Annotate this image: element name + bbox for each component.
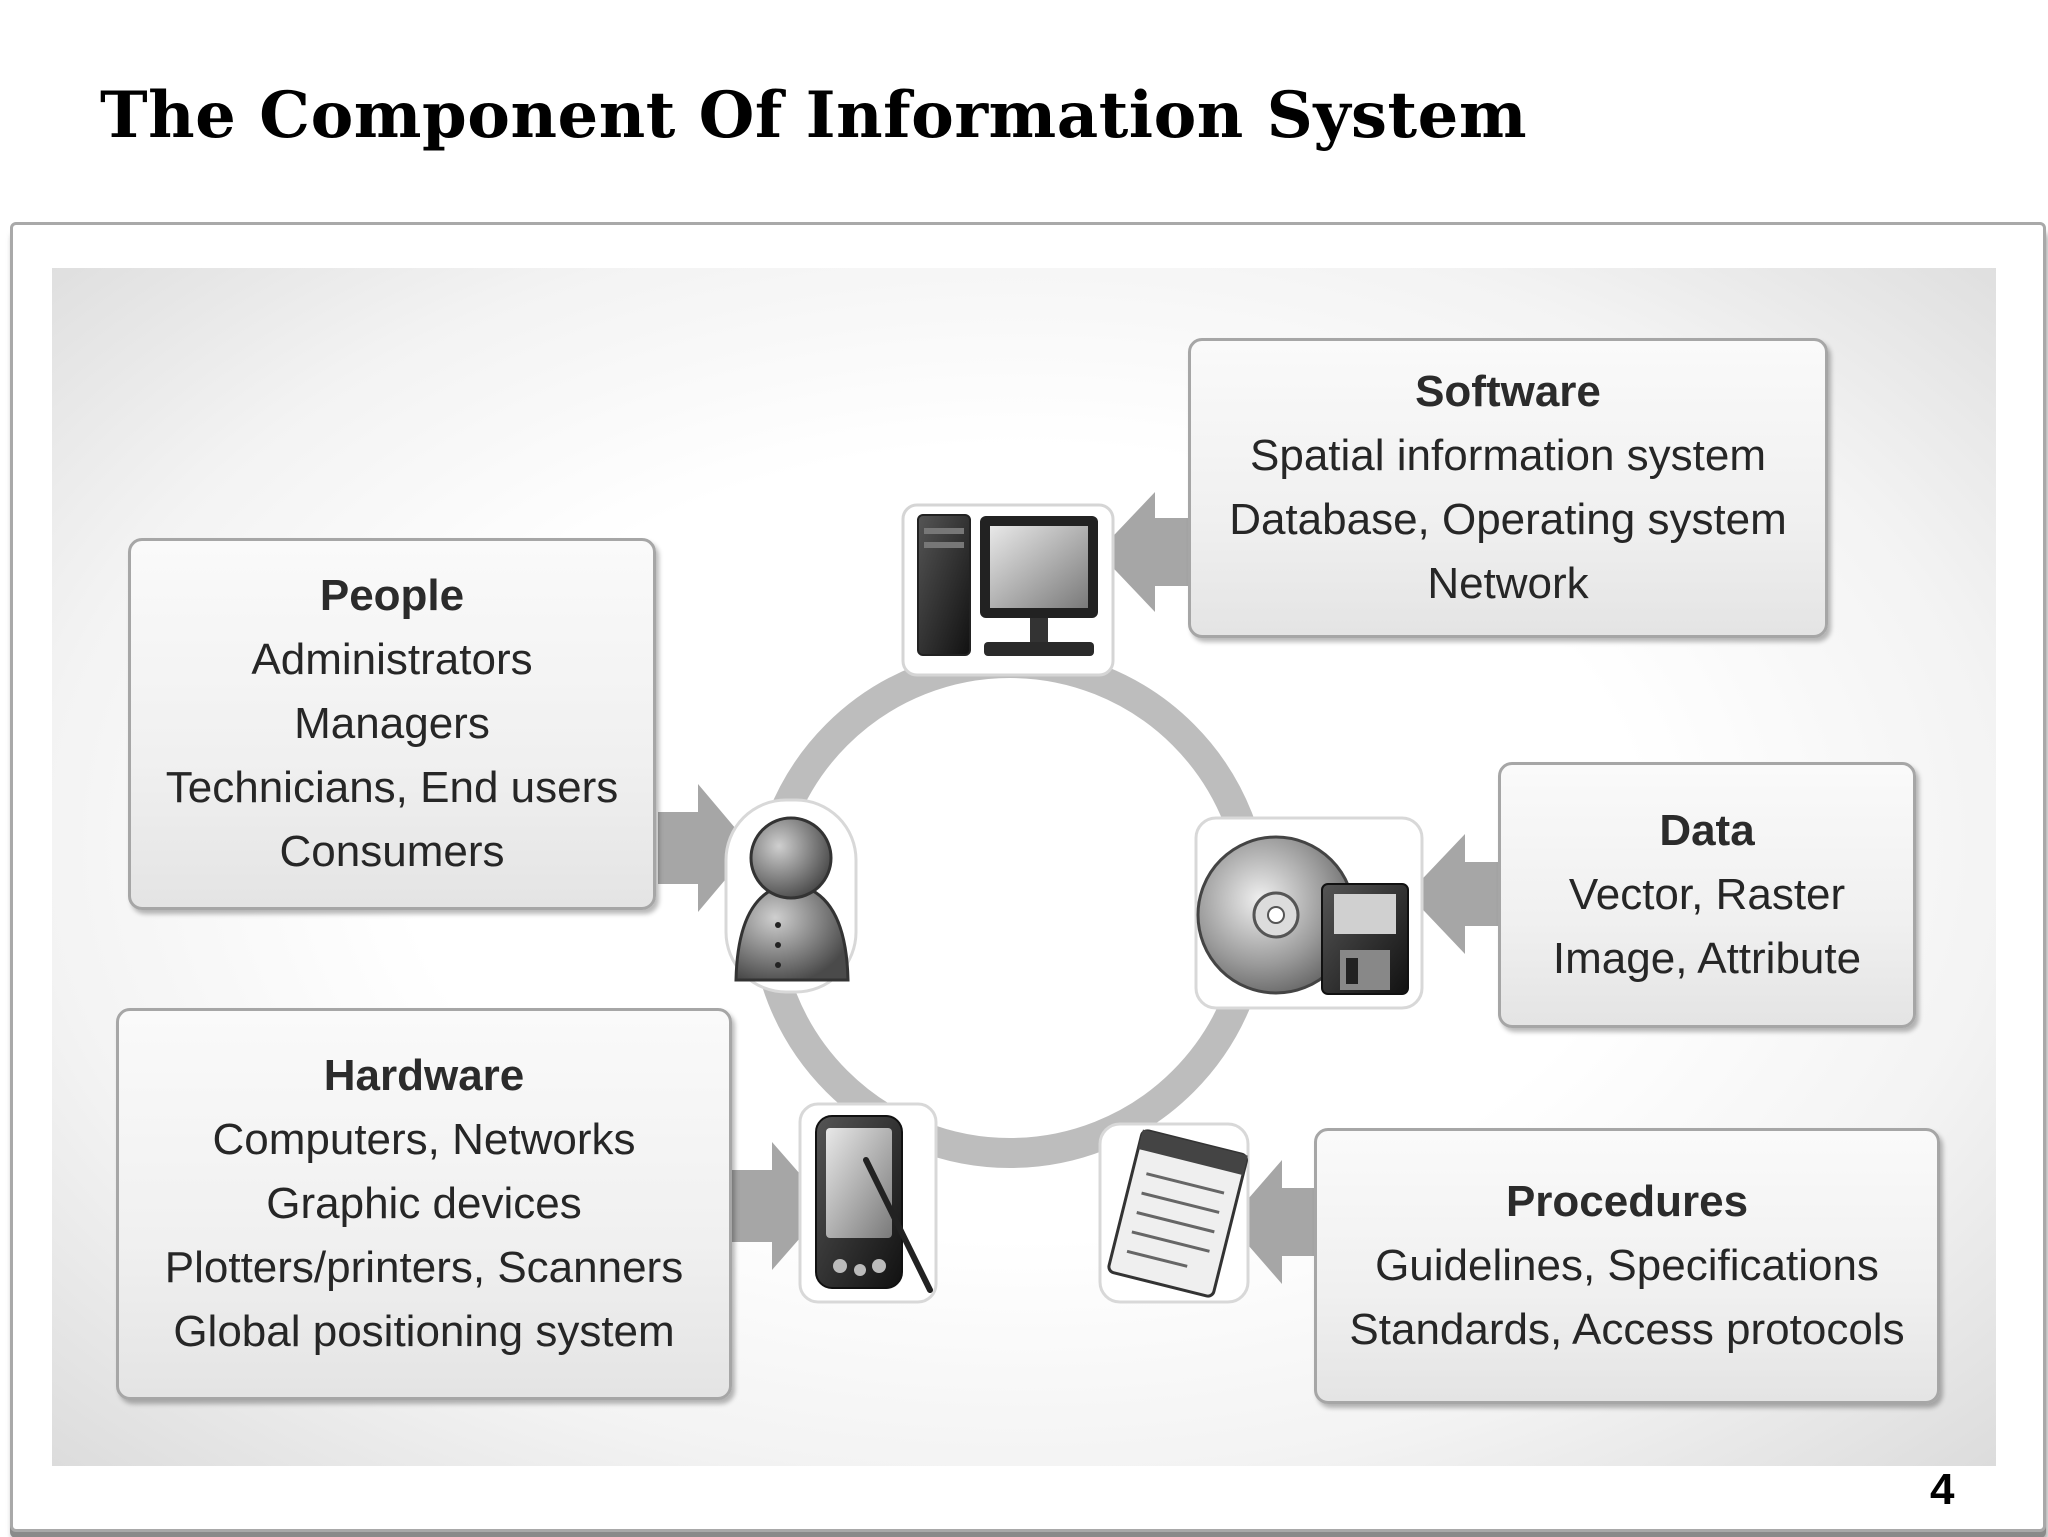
hardware-line: Plotters/printers, Scanners <box>164 1243 684 1292</box>
software-line: Spatial information system <box>1250 431 1766 480</box>
data-line: Image, Attribute <box>1552 934 1862 983</box>
hardware-line: Graphic devices <box>266 1179 582 1228</box>
person-icon <box>724 798 858 994</box>
hardware-box: Hardware Computers, Networks Graphic dev… <box>116 1008 732 1400</box>
hardware-line: Global positioning system <box>173 1307 675 1356</box>
people-title: People <box>319 571 465 620</box>
hardware-arrow <box>730 1142 828 1270</box>
data-line: Vector, Raster <box>1568 870 1846 919</box>
desktop-computer-icon <box>901 503 1115 677</box>
software-box: Software Spatial information system Data… <box>1188 338 1828 638</box>
data-arrow <box>1408 834 1503 954</box>
procedures-arrow <box>1228 1160 1318 1284</box>
people-box: People Administrators Managers Technicia… <box>128 538 656 910</box>
people-line: Technicians, End users <box>165 763 619 812</box>
hardware-title: Hardware <box>323 1051 525 1100</box>
people-line: Consumers <box>279 827 505 876</box>
people-line: Administrators <box>251 635 533 684</box>
software-line: Network <box>1427 559 1589 608</box>
pda-device-icon <box>798 1102 938 1304</box>
people-arrow <box>658 784 752 912</box>
slide-title: The Component Of Information System <box>100 78 1528 153</box>
software-line: Database, Operating system <box>1229 495 1787 544</box>
hardware-line: Computers, Networks <box>212 1115 636 1164</box>
procedures-line: Guidelines, Specifications <box>1375 1241 1879 1290</box>
procedures-box: Procedures Guidelines, Specifications St… <box>1314 1128 1940 1404</box>
software-title: Software <box>1415 367 1601 416</box>
data-title: Data <box>1659 806 1755 855</box>
procedures-title: Procedures <box>1505 1177 1749 1226</box>
data-box: Data Vector, Raster Image, Attribute <box>1498 762 1916 1028</box>
software-arrow <box>1098 492 1195 612</box>
page-number: 4 <box>1930 1465 1955 1514</box>
disc-and-floppy-icon <box>1194 816 1424 1010</box>
procedures-line: Standards, Access protocols <box>1349 1305 1905 1354</box>
people-line: Managers <box>294 699 490 748</box>
notepad-icon <box>1098 1122 1250 1304</box>
